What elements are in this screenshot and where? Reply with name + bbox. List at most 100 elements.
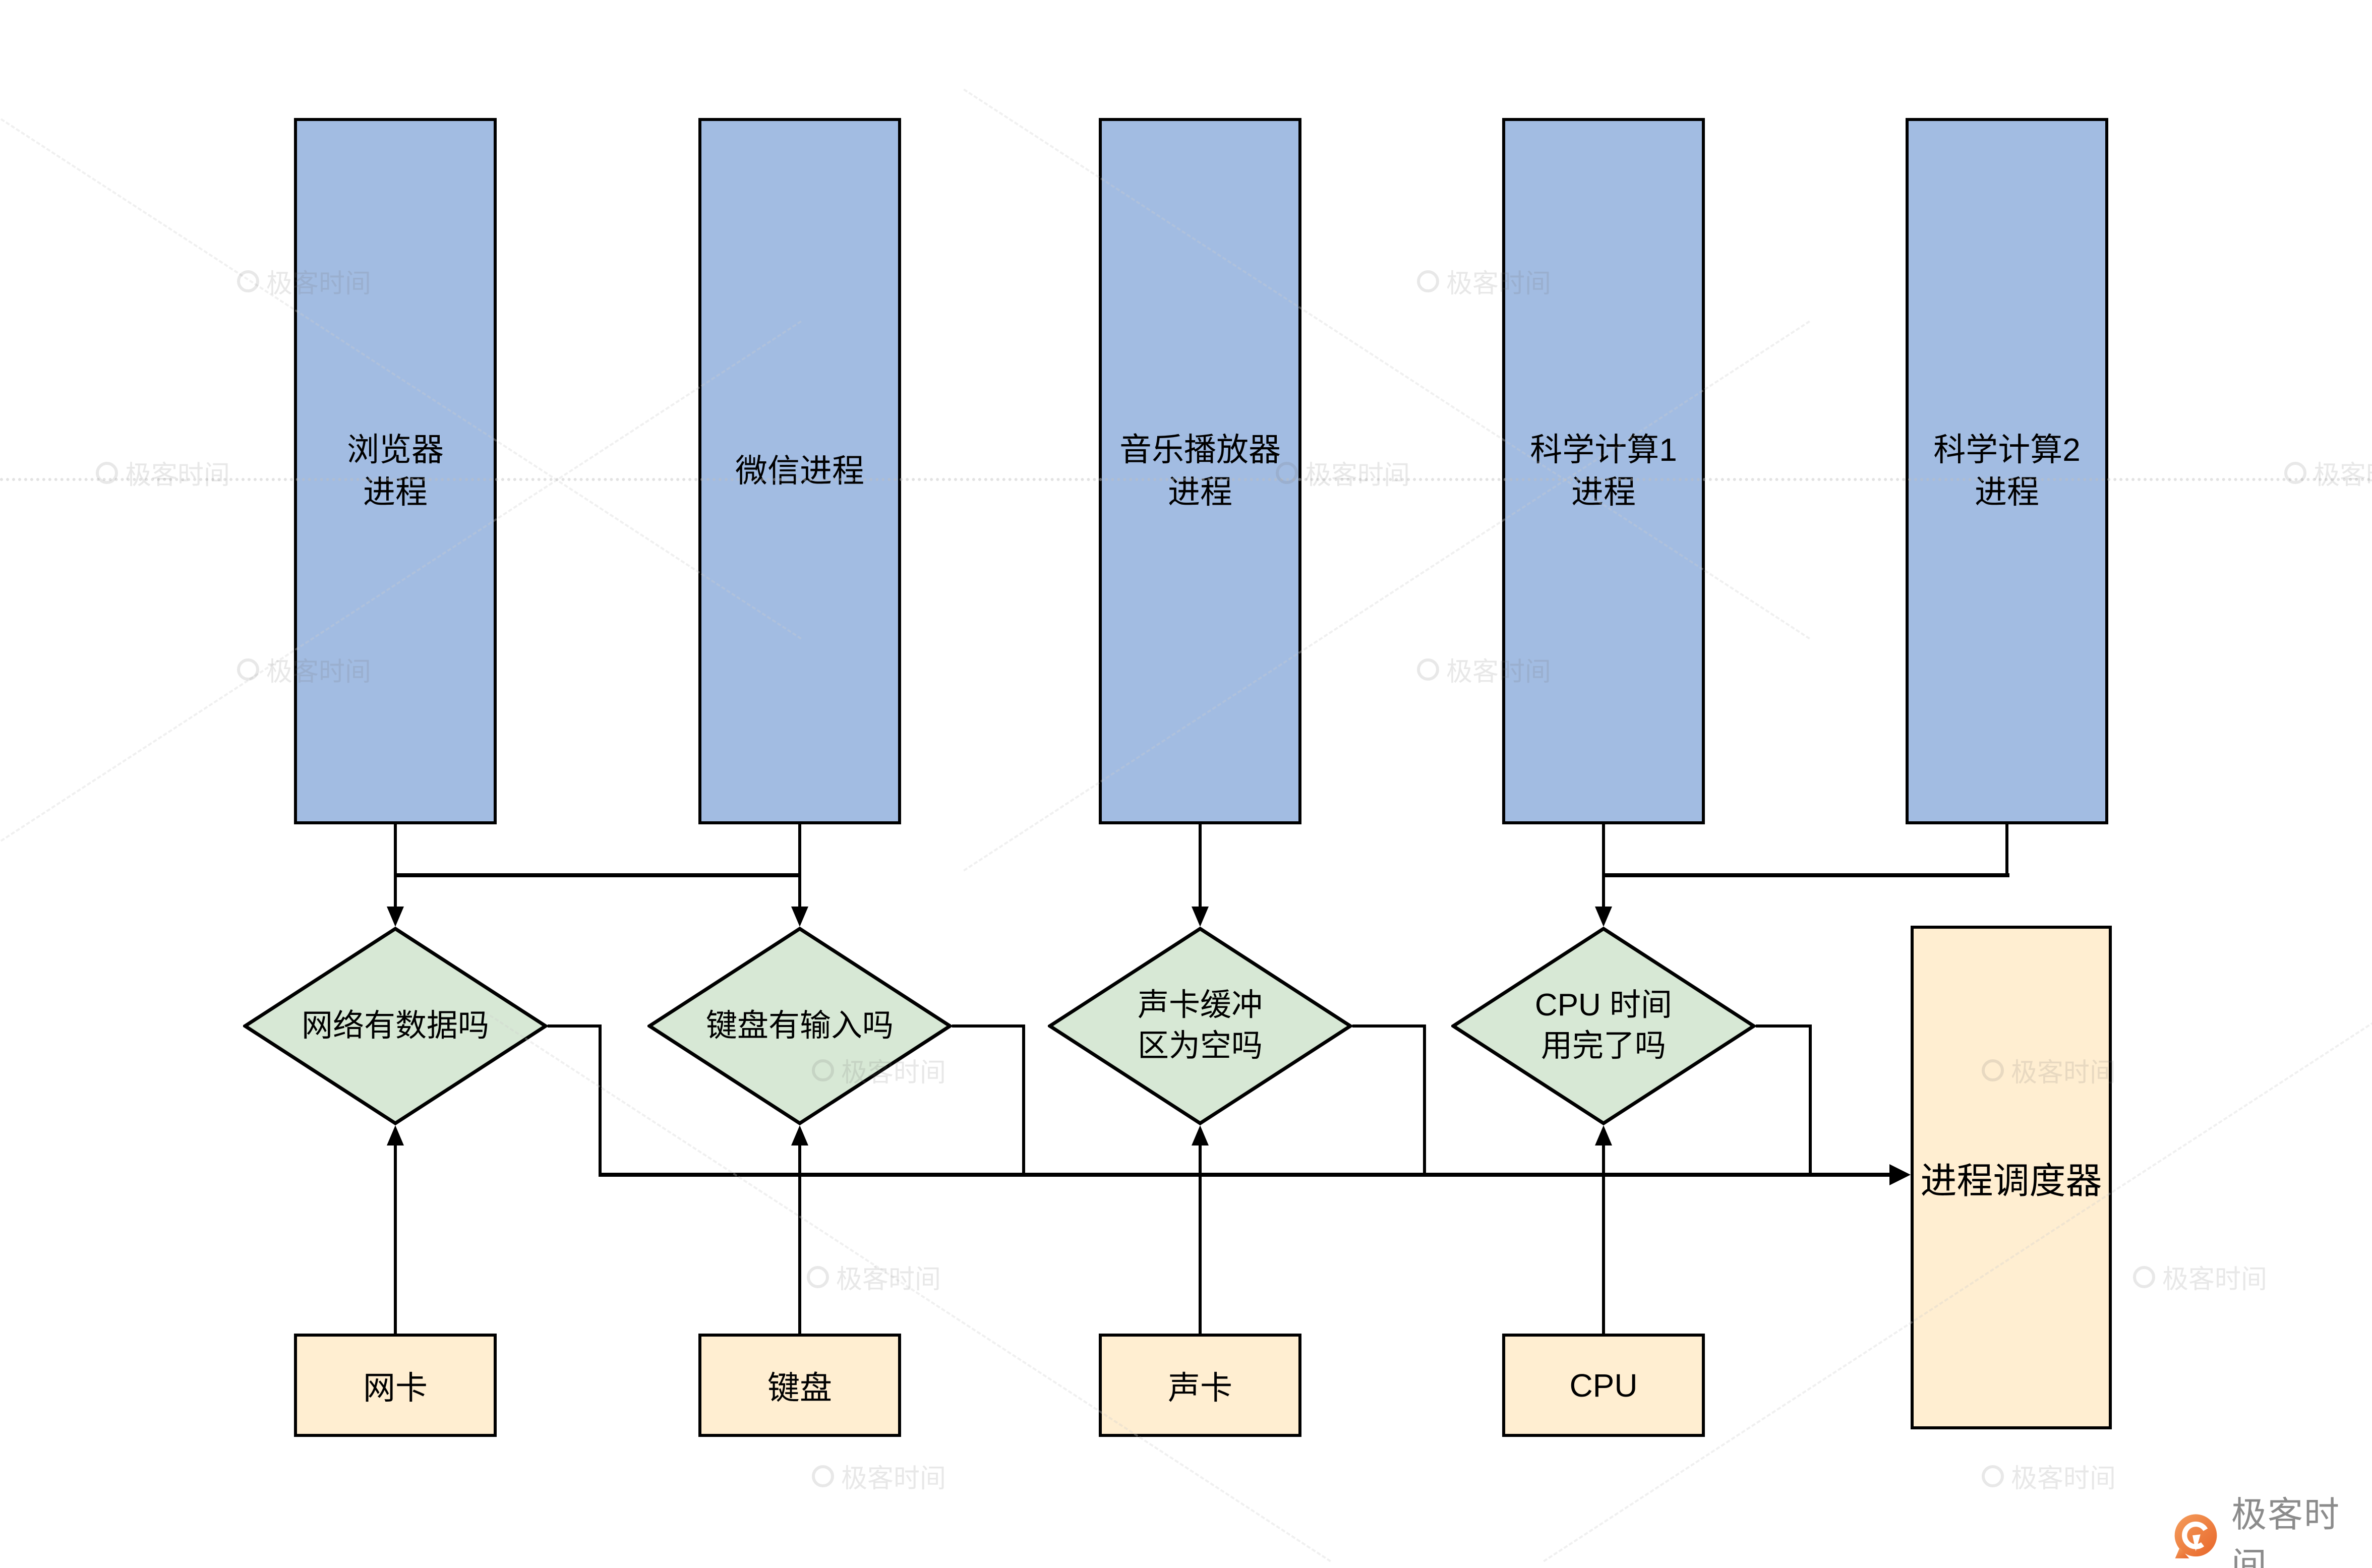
label-line: 音乐播放器 <box>1119 432 1281 468</box>
watermark-text: 极客时间 <box>2162 1265 2268 1294</box>
connector-soundcard-exit-h <box>1352 1024 1426 1028</box>
watermark-text: 极客时间 <box>2314 461 2372 490</box>
device-box-soundcard: 声卡 <box>1099 1334 1301 1437</box>
connector-sci2-down <box>2005 824 2008 877</box>
arrowhead-soundcard-into-decision <box>1192 1125 1209 1145</box>
label-line: 键盘 <box>767 1369 832 1406</box>
watermark-text: 极客时间 <box>841 1464 946 1493</box>
watermark: 极客时间 <box>1982 1457 2116 1495</box>
device-box-cpu-label: CPU <box>1569 1367 1637 1404</box>
connector-wechat-down <box>798 824 801 909</box>
process-box-browser: 浏览器 进程 <box>294 118 497 824</box>
watermark-text: 极客时间 <box>125 461 230 490</box>
connector-soundcard-up <box>1199 1145 1202 1334</box>
watermark-text: 极客时间 <box>2011 1464 2116 1493</box>
process-box-browser-label: 浏览器 进程 <box>347 429 444 513</box>
decision-diamond-shape <box>243 927 548 1125</box>
process-box-music-player-label: 音乐播放器 进程 <box>1119 429 1281 513</box>
device-box-nic-label: 网卡 <box>363 1362 428 1409</box>
process-box-music-player: 音乐播放器 进程 <box>1099 118 1301 824</box>
label-line: 声卡 <box>1168 1369 1232 1406</box>
connector-soundcard-exit-v <box>1423 1024 1426 1177</box>
watermark-text: 极客时间 <box>836 1265 941 1294</box>
arrowhead-into-soundcard-decision <box>1192 907 1209 927</box>
connector-keyboard-up <box>798 1145 801 1334</box>
decision-network-label: 网络有数据吗 <box>243 927 548 1125</box>
decision-soundcard-buffer-empty: 声卡缓冲 区为空吗 <box>1048 927 1352 1125</box>
device-box-keyboard-label: 键盘 <box>767 1362 832 1409</box>
label-line: 用完了吗 <box>1540 1029 1666 1063</box>
geektime-watermark-icon <box>2133 1265 2155 1288</box>
arrowhead-into-keyboard-decision <box>791 907 808 927</box>
label-line: 微信进程 <box>735 452 864 489</box>
connector-cpu-up <box>1602 1145 1605 1334</box>
connector-browser-wechat-join <box>394 873 801 877</box>
device-box-soundcard-label: 声卡 <box>1168 1362 1232 1409</box>
geektime-watermark-icon <box>237 658 259 681</box>
decision-cpu-time-used-up: CPU 时间 用完了吗 <box>1451 927 1756 1125</box>
process-box-wechat-label: 微信进程 <box>735 450 864 492</box>
scheduler-box-label: 进程调度器 <box>1920 1151 2102 1204</box>
connector-browser-down <box>394 824 397 909</box>
connector-network-exit-v <box>599 1024 602 1177</box>
label-line: 声卡缓冲 <box>1137 988 1263 1023</box>
decision-diamond-shape <box>1048 927 1352 1125</box>
decision-keyboard-label: 键盘有输入吗 <box>647 927 952 1125</box>
device-box-nic: 网卡 <box>294 1334 497 1437</box>
connector-cpu-exit-v <box>1809 1024 1812 1177</box>
geektime-logo: 极客时间 <box>2172 1486 2372 1568</box>
connector-nic-up <box>394 1145 397 1334</box>
decision-keyboard-has-input: 键盘有输入吗 <box>647 927 952 1125</box>
arrowhead-keyboard-into-decision <box>791 1125 808 1145</box>
watermark-text: 极客时间 <box>1305 461 1410 490</box>
geektime-watermark-icon <box>812 1465 834 1487</box>
watermark: 极客时间 <box>2133 1258 2267 1296</box>
connector-sci1-sci2-join <box>1602 873 2009 877</box>
geektime-logo-icon <box>2174 1514 2217 1558</box>
process-box-sci-compute-2-label: 科学计算2 进程 <box>1933 429 2081 513</box>
geektime-watermark-icon <box>1417 270 1439 292</box>
decision-network-has-data: 网络有数据吗 <box>243 927 548 1125</box>
arrowhead-into-cpu-decision <box>1595 907 1612 927</box>
process-box-wechat: 微信进程 <box>698 118 901 824</box>
label-line: 进程 <box>1168 473 1232 510</box>
connector-keyboard-exit-h <box>952 1024 1025 1028</box>
decision-soundcard-label: 声卡缓冲 区为空吗 <box>1048 927 1352 1125</box>
label-line: 浏览器 <box>347 432 444 468</box>
scheduler-box: 进程调度器 <box>1911 926 2112 1429</box>
connector-music-down <box>1199 824 1202 909</box>
device-box-cpu: CPU <box>1502 1334 1705 1437</box>
arrowhead-into-scheduler <box>1889 1164 1911 1185</box>
label-line: 进程调度器 <box>1920 1161 2102 1201</box>
watermark-dotted-line <box>0 478 2372 481</box>
label-line: 进程 <box>1975 473 2039 510</box>
connector-keyboard-exit-v <box>1022 1024 1025 1177</box>
device-box-keyboard: 键盘 <box>698 1334 901 1437</box>
geektime-watermark-icon <box>807 1265 829 1288</box>
arrowhead-cpu-into-decision <box>1595 1125 1612 1145</box>
process-box-sci-compute-2: 科学计算2 进程 <box>1906 118 2108 824</box>
watermark: 极客时间 <box>812 1457 946 1495</box>
label-line: 进程 <box>363 473 428 510</box>
label-line: 网络有数据吗 <box>301 1008 489 1043</box>
label-line: 进程 <box>1571 473 1636 510</box>
arrowhead-into-network-decision <box>387 907 404 927</box>
decision-diamond-shape <box>647 927 952 1125</box>
geektime-logo-text: 极客时间 <box>2231 1495 2340 1568</box>
label-line: 科学计算1 <box>1530 432 1677 468</box>
connector-scheduler-bus <box>599 1173 1889 1177</box>
geektime-watermark-icon <box>1417 658 1439 681</box>
watermark: 极客时间 <box>96 454 230 492</box>
connector-cpu-exit-h <box>1756 1024 1812 1028</box>
label-line: 区为空吗 <box>1137 1029 1263 1063</box>
label-line: 键盘有输入吗 <box>705 1008 894 1043</box>
decision-diamond-shape <box>1451 927 1756 1125</box>
label-line: 科学计算2 <box>1933 432 2081 468</box>
connector-network-exit-h <box>548 1024 602 1028</box>
connector-sci1-down <box>1602 824 1605 909</box>
process-box-sci-compute-1-label: 科学计算1 进程 <box>1530 429 1677 513</box>
label-line: CPU 时间 <box>1534 988 1673 1023</box>
label-line: 网卡 <box>363 1369 428 1406</box>
geektime-watermark-icon <box>1982 1465 2004 1487</box>
